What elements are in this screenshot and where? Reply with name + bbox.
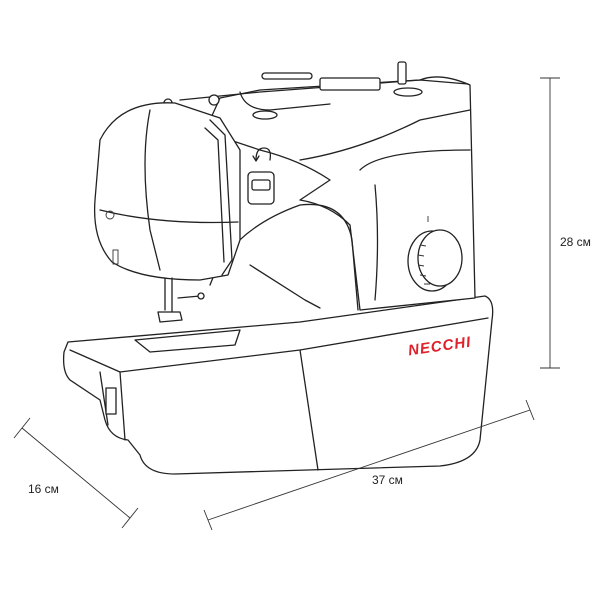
needle-plate xyxy=(134,329,241,353)
reverse-icon xyxy=(255,147,272,161)
thread-cutter xyxy=(112,249,119,265)
machine-head xyxy=(93,102,275,323)
tension-knob-top xyxy=(208,94,220,106)
top-cover-handle xyxy=(319,77,381,91)
light-switch xyxy=(105,210,115,220)
depth-label: 16 см xyxy=(28,482,59,496)
dimension-depth xyxy=(13,417,139,529)
width-label: 37 см xyxy=(372,473,403,487)
dimension-width xyxy=(203,399,535,531)
bobbin-cover-latch xyxy=(105,387,117,415)
spool-pin xyxy=(397,61,407,85)
pattern-selector-dial xyxy=(407,216,463,292)
dimension-height xyxy=(540,77,560,369)
presser-foot xyxy=(157,311,183,323)
bobbin-winder xyxy=(393,87,423,97)
height-label: 28 см xyxy=(560,235,591,249)
spool-pin-bar xyxy=(261,72,313,80)
thread-guide xyxy=(252,110,278,120)
machine-base xyxy=(62,295,494,475)
